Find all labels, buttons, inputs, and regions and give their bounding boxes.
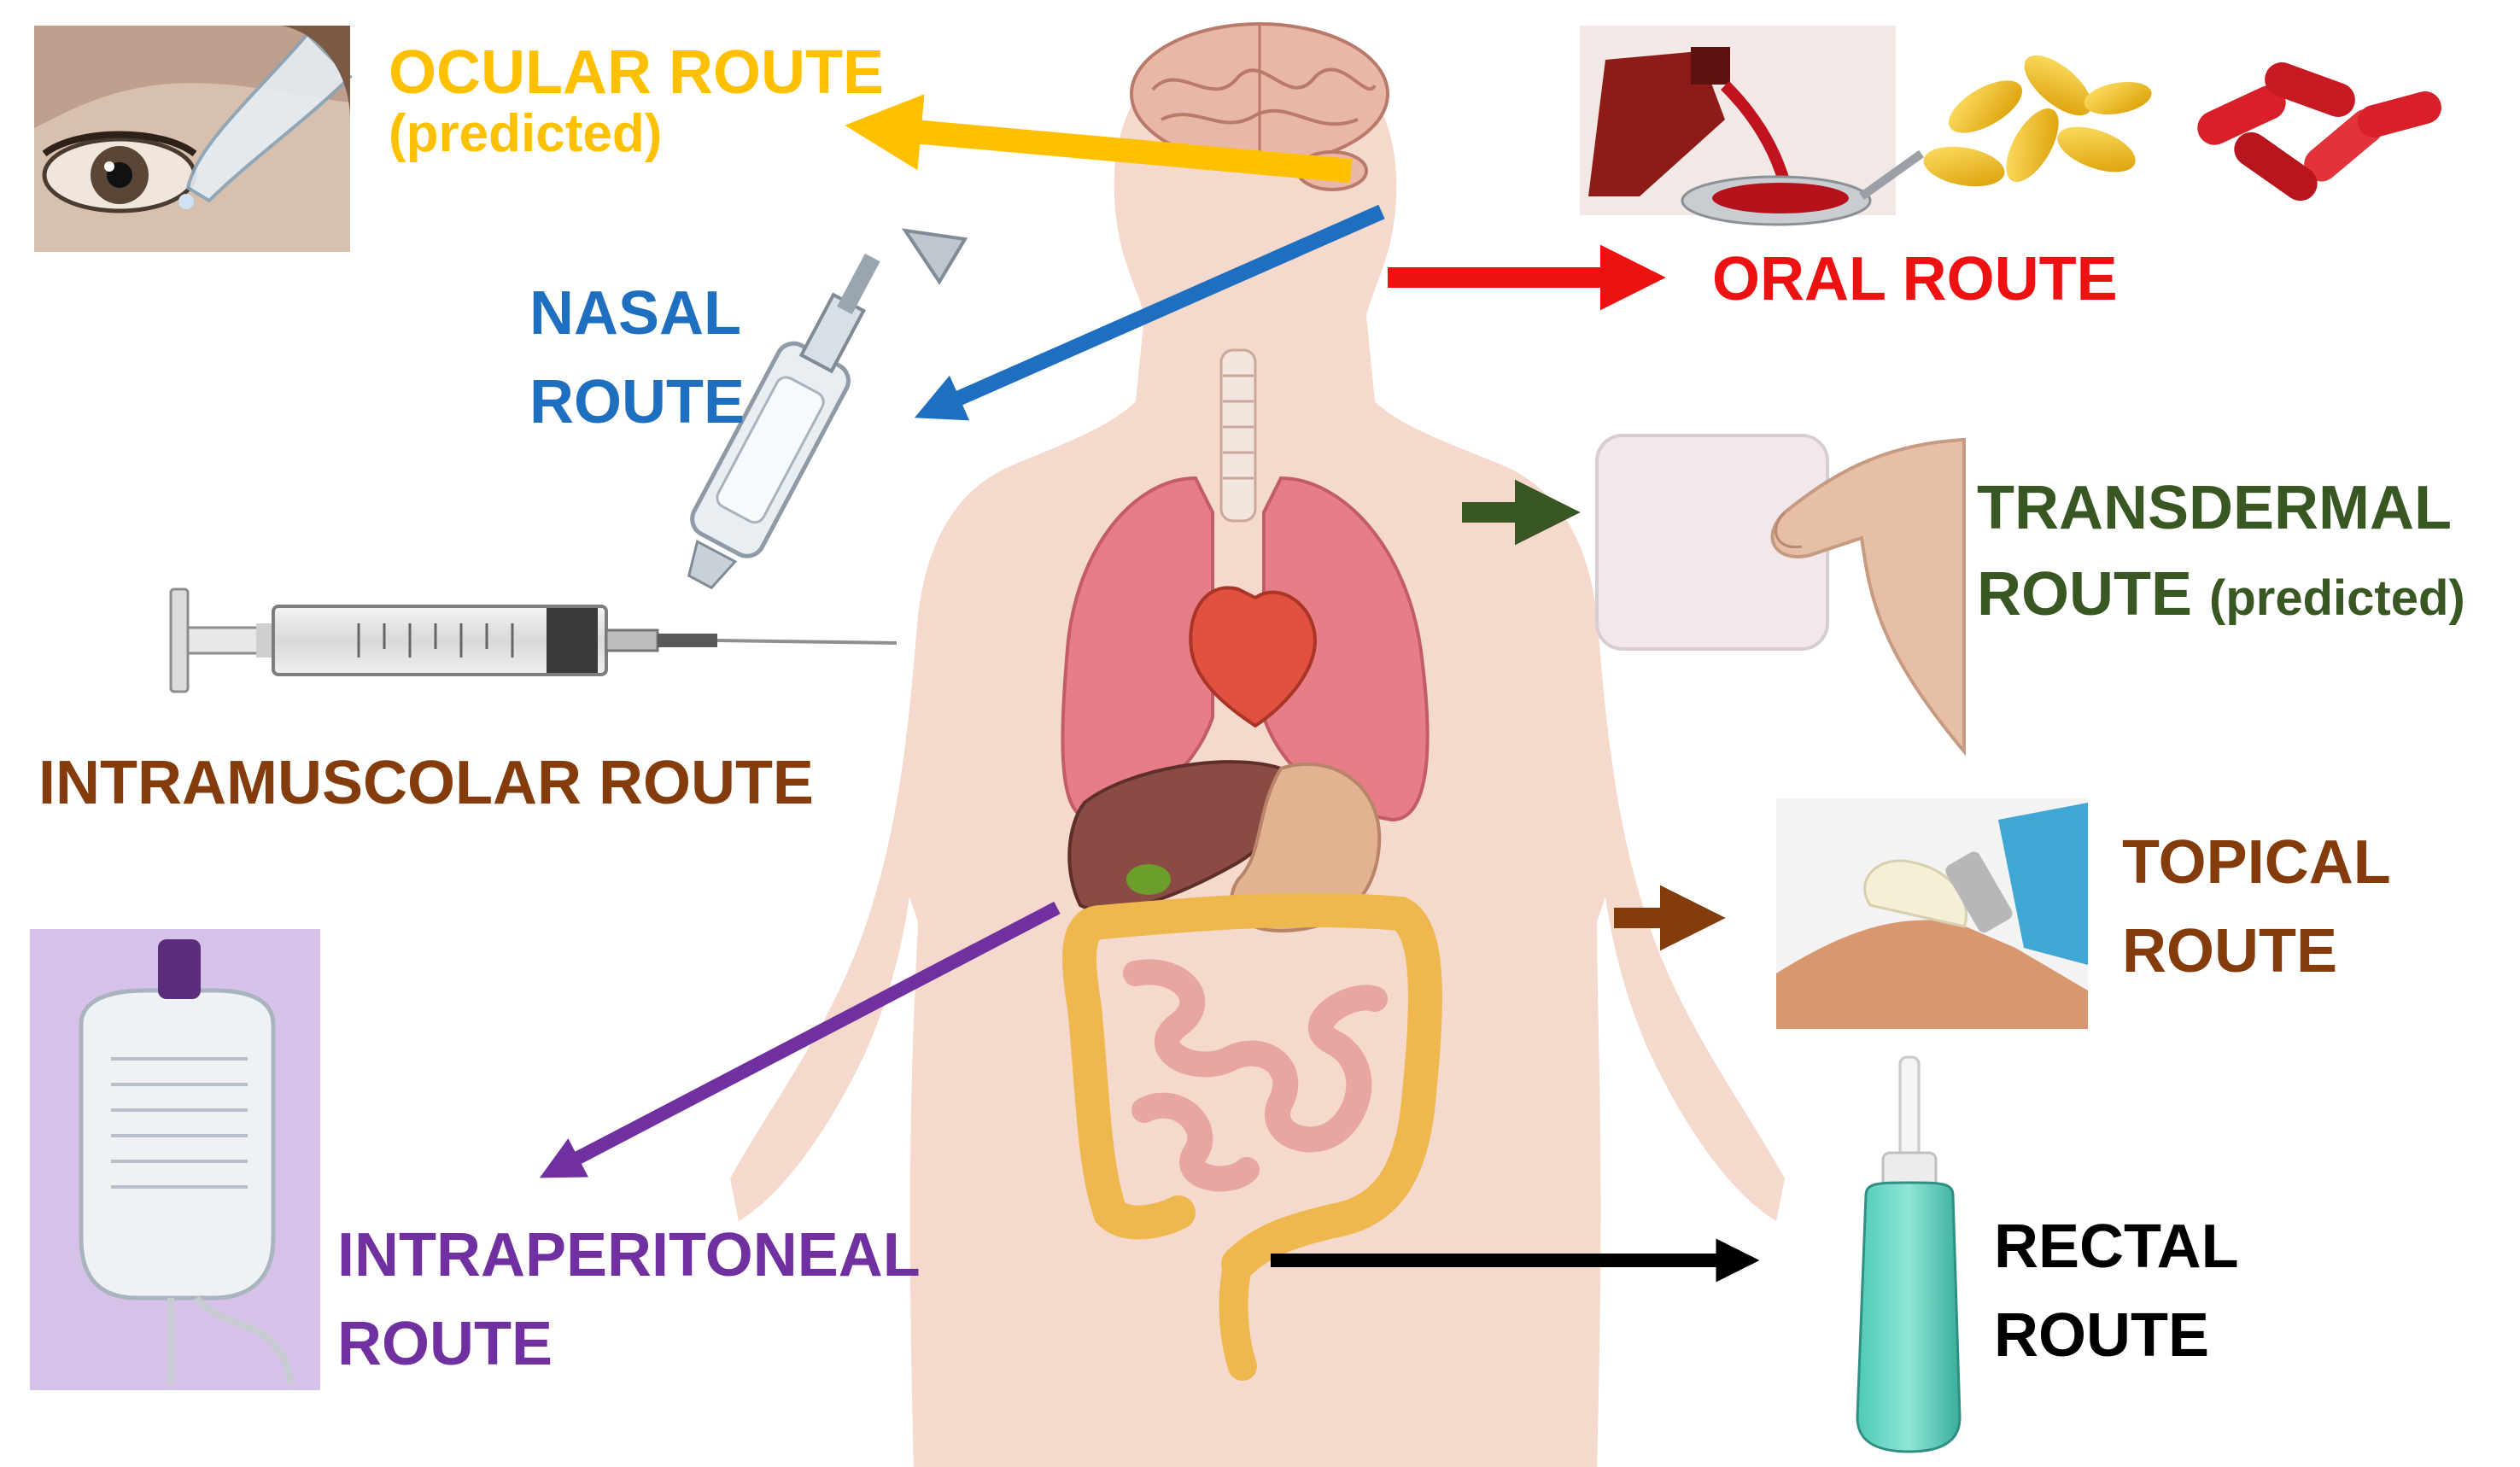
topical-route-label: TOPICAL ROUTE xyxy=(2122,818,2391,997)
intramuscular-route-label: INTRAMUSCOLAR ROUTE xyxy=(38,751,814,816)
syrup-spoon-photo xyxy=(1580,26,1924,226)
transdermal-patch-photo xyxy=(1595,434,1966,757)
transdermal-route-label: TRANSDERMAL ROUTE (predicted) xyxy=(1977,465,2465,638)
nasal-arrow xyxy=(914,204,1385,421)
ocular-arrow xyxy=(845,94,1353,183)
topical-route-line1: TOPICAL xyxy=(2122,828,2391,897)
syringe-image xyxy=(169,587,897,693)
transdermal-route-line1: TRANSDERMAL xyxy=(1977,474,2452,542)
liver-illustration xyxy=(1067,760,1289,913)
stomach-illustration xyxy=(1230,762,1382,933)
ocular-route-note: (predicted) xyxy=(389,103,663,163)
topical-cream-photo xyxy=(1776,798,2088,1029)
nasal-route-line2: ROUTE xyxy=(529,368,745,437)
ocular-route-label: OCULAR ROUTE (predicted) xyxy=(389,38,884,163)
intraperitoneal-route-line1: INTRAPERITONEAL xyxy=(337,1221,921,1289)
oral-route-label: ORAL ROUTE xyxy=(1712,245,2118,313)
rectal-route-label: RECTAL ROUTE xyxy=(1994,1202,2239,1381)
ocular-route-title: OCULAR ROUTE xyxy=(389,38,884,107)
nasal-route-label: NASAL ROUTE xyxy=(529,269,745,447)
eye-drop-photo xyxy=(34,26,353,252)
oral-route-title: ORAL ROUTE xyxy=(1712,245,2118,313)
transdermal-route-line2: ROUTE xyxy=(1977,559,2192,628)
nasal-spray-image xyxy=(687,228,968,590)
trachea-illustration xyxy=(1219,348,1257,523)
nasal-route-line1: NASAL xyxy=(529,279,741,348)
heart-illustration xyxy=(1189,586,1318,728)
iv-bag-photo xyxy=(30,929,320,1390)
body-silhouette xyxy=(730,34,1785,1467)
rectal-route-line2: ROUTE xyxy=(1994,1301,2209,1371)
red-capsules-image xyxy=(2197,62,2441,202)
softgel-capsules-image xyxy=(1923,55,2152,187)
intestines-illustration xyxy=(1062,892,1442,1381)
lungs-illustration xyxy=(1061,476,1430,822)
transdermal-route-note: (predicted) xyxy=(2209,570,2465,626)
rectal-enema-bottle-image xyxy=(1856,1055,1962,1453)
intramuscular-route-title: INTRAMUSCOLAR ROUTE xyxy=(38,749,814,817)
rectal-route-line1: RECTAL xyxy=(1994,1213,2239,1281)
topical-route-line2: ROUTE xyxy=(2122,917,2337,986)
intraperitoneal-route-line2: ROUTE xyxy=(337,1310,553,1379)
intraperitoneal-route-label: INTRAPERITONEAL ROUTE xyxy=(337,1211,921,1389)
intraperitoneal-arrow xyxy=(539,901,1061,1178)
